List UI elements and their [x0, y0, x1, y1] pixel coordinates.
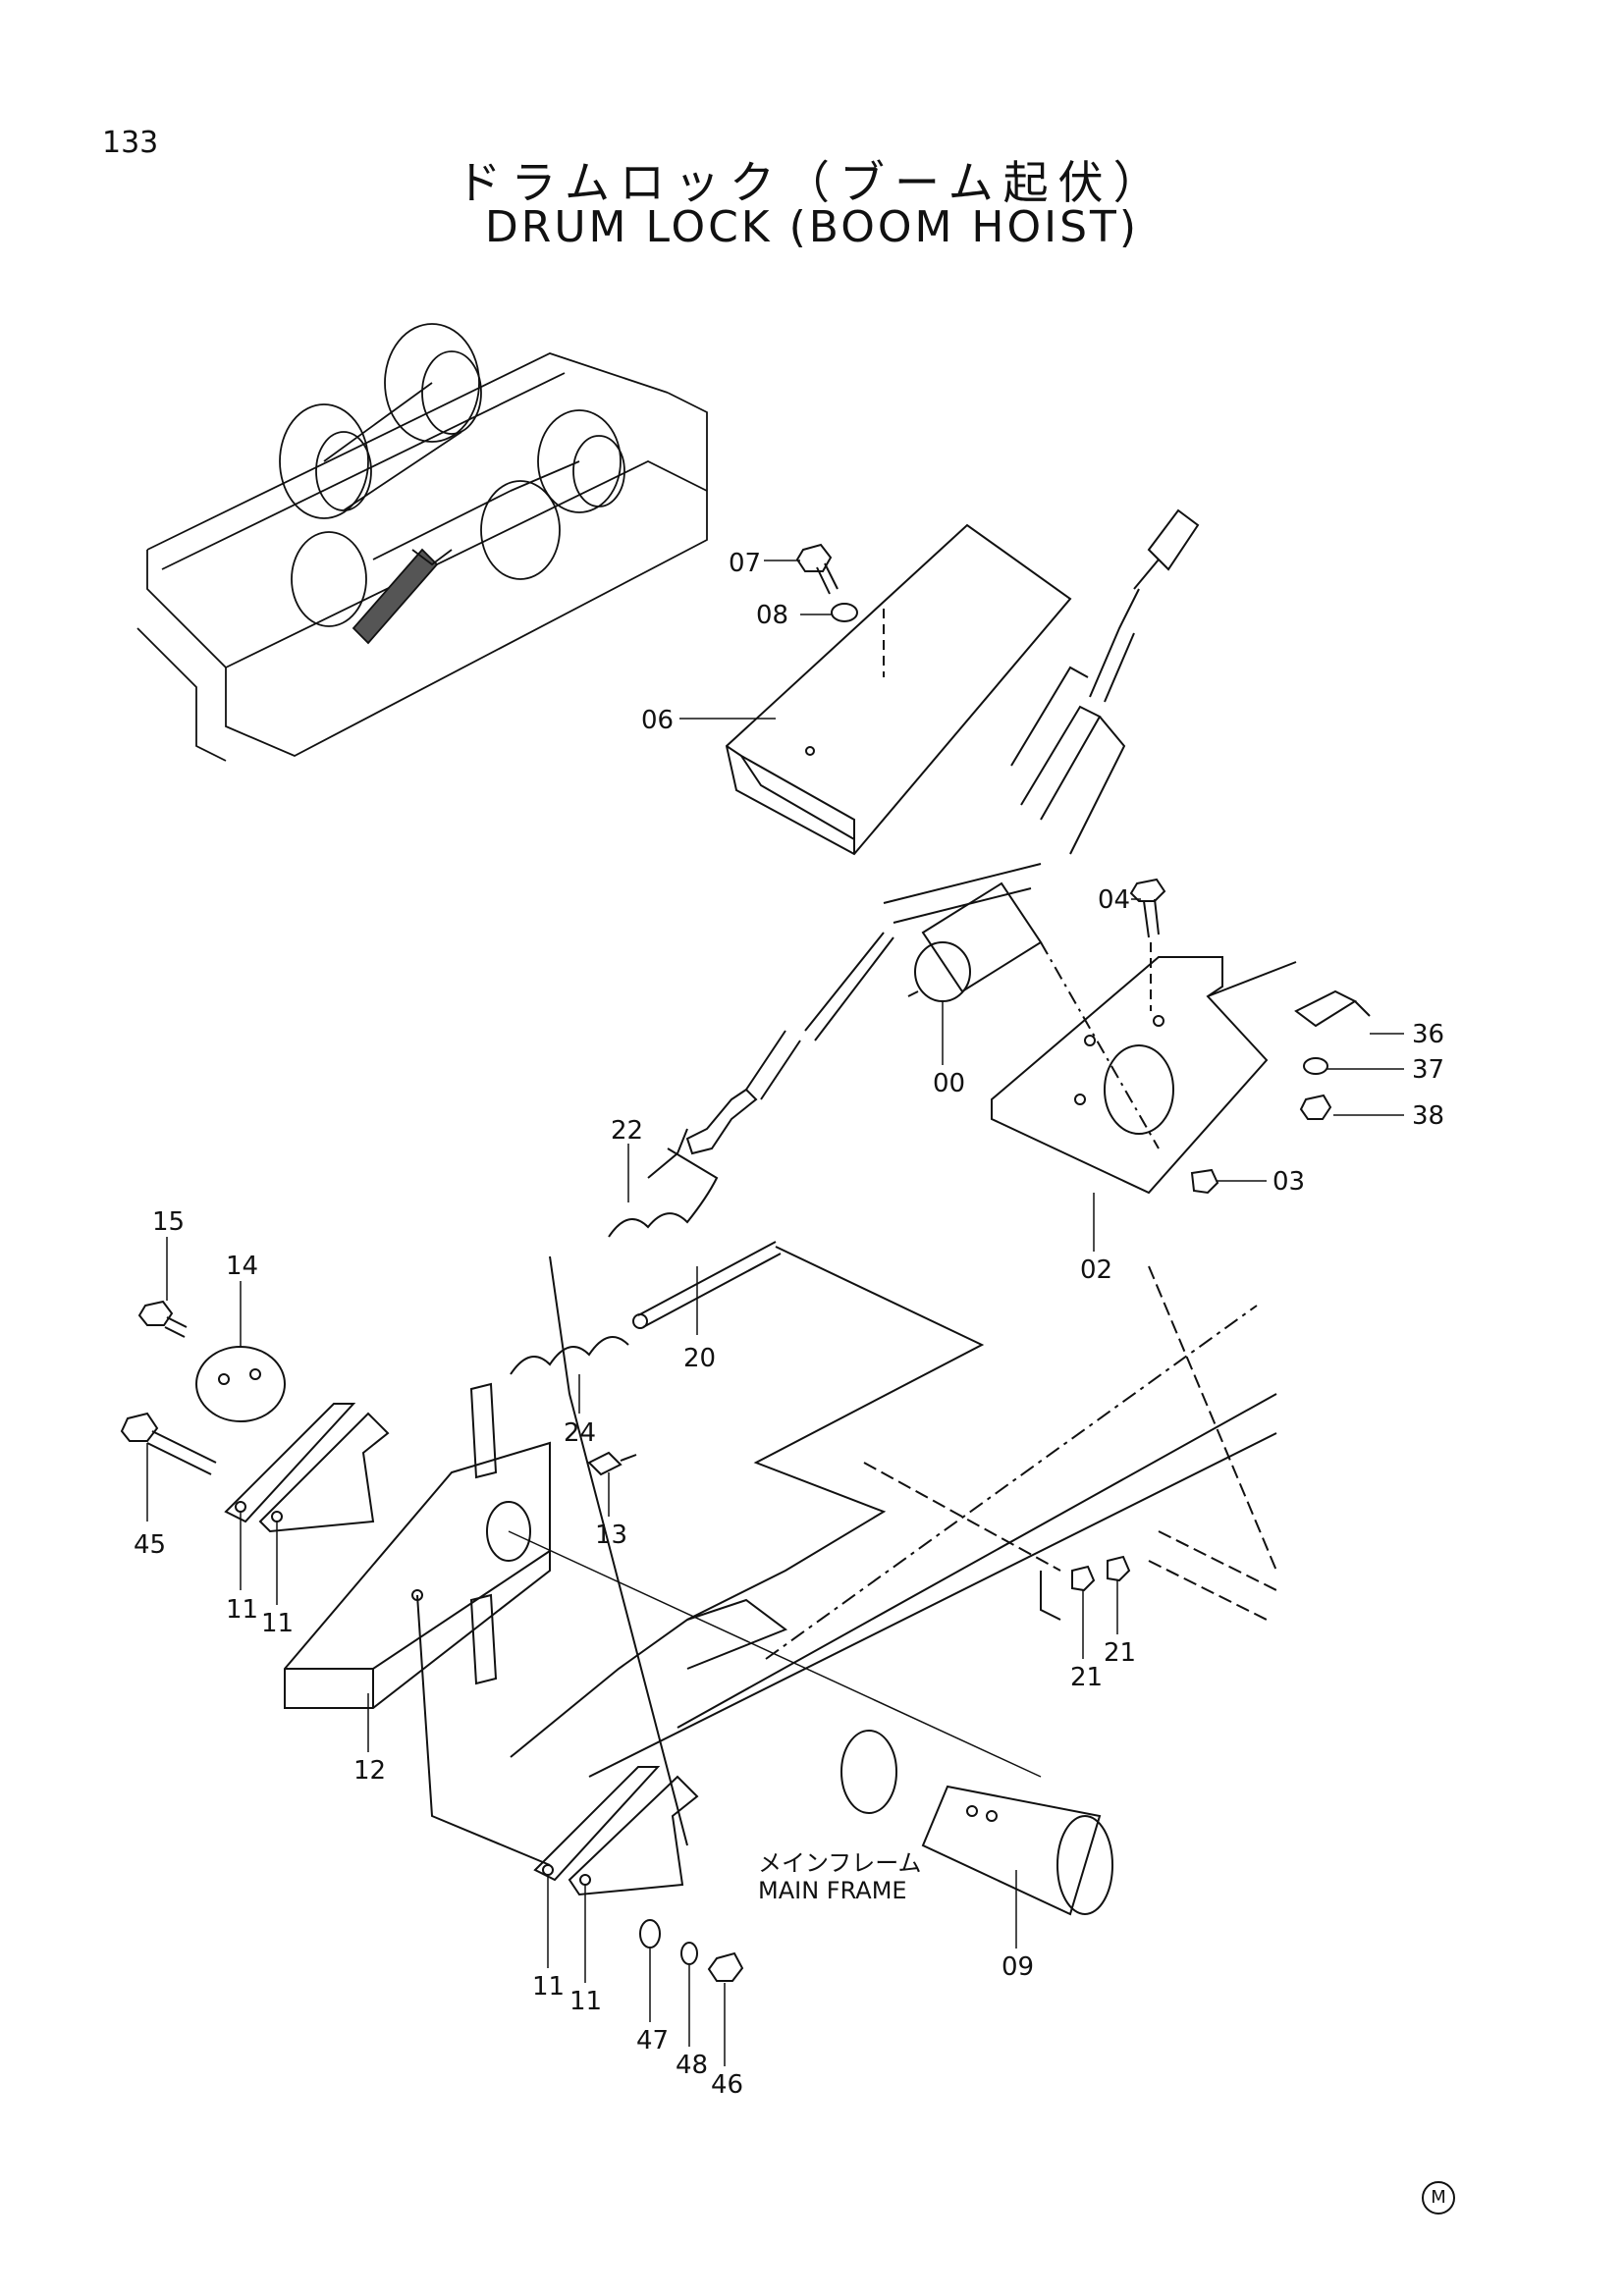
callout-labels: 07 08 06 04 36 37 38 00 03 02 22 15 14 2… [134, 549, 1444, 2100]
callout-02: 02 [1080, 1255, 1112, 1285]
callout-06: 06 [641, 706, 674, 735]
callout-22: 22 [611, 1116, 643, 1146]
part-13-grease-fitting [587, 1451, 637, 1476]
part-46-nut [707, 1951, 744, 1982]
callout-04: 04 [1098, 885, 1130, 915]
part-38-bolt [1299, 1094, 1332, 1120]
callout-46: 46 [711, 2070, 743, 2100]
part-24-spring [510, 1336, 629, 1375]
callout-37: 37 [1412, 1055, 1444, 1085]
callout-21-b: 21 [1104, 1638, 1136, 1668]
callout-14: 14 [226, 1252, 258, 1281]
part-12-lever [284, 1382, 1042, 1866]
callout-15: 15 [152, 1207, 185, 1237]
title-english: DRUM LOCK (BOOM HOIST) [484, 202, 1140, 252]
title-japanese: ドラムロック（ブーム起伏） [456, 156, 1168, 209]
callout-20: 20 [683, 1344, 716, 1373]
overview-drum-assembly [136, 323, 708, 762]
part-11-plates-upper [224, 1403, 390, 1533]
callout-48: 48 [676, 2051, 708, 2080]
part-06-cover [725, 523, 1072, 856]
main-frame-plate [510, 1246, 1277, 1846]
callout-08: 08 [756, 601, 788, 630]
callout-09: 09 [1001, 1952, 1034, 1982]
callout-03: 03 [1272, 1167, 1305, 1197]
part-22-spring [608, 1128, 719, 1238]
part-07-bolt [795, 543, 839, 595]
part-08-washer [831, 603, 858, 622]
part-45-bolt [120, 1412, 217, 1475]
callout-00: 00 [933, 1069, 965, 1098]
part-14-plate [195, 1346, 286, 1422]
callout-38: 38 [1412, 1101, 1444, 1131]
manufacturer-mark: M [1422, 2181, 1455, 2215]
part-02-bracket [991, 941, 1297, 1195]
callout-12: 12 [353, 1756, 386, 1786]
callout-21-a: 21 [1070, 1663, 1103, 1692]
callout-47: 47 [636, 2026, 669, 2056]
page-number: 133 [102, 126, 159, 160]
part-09-pin [840, 1730, 1113, 1916]
main-frame-label-en: MAIN FRAME [758, 1877, 907, 1904]
part-47-washer [639, 1919, 661, 1949]
callout-11-c: 11 [532, 1972, 565, 2002]
callout-24: 24 [564, 1418, 596, 1448]
part-48-lock-washer [680, 1942, 698, 1965]
callout-11-d: 11 [569, 1987, 602, 2016]
part-04-bolt [1129, 878, 1166, 1011]
callout-11-a: 11 [226, 1595, 258, 1625]
part-21-nuts [1040, 1555, 1131, 1621]
part-37-washer [1303, 1057, 1328, 1075]
main-frame-label-jp: メインフレーム [758, 1849, 922, 1877]
callout-13: 13 [595, 1521, 627, 1550]
part-36-clip [1294, 989, 1371, 1028]
callout-11-b: 11 [261, 1609, 294, 1638]
part-20-rod [632, 1241, 782, 1329]
callout-45: 45 [134, 1530, 166, 1560]
leader-lines [146, 560, 1404, 2066]
callout-36: 36 [1412, 1020, 1444, 1049]
callout-07: 07 [729, 549, 761, 578]
part-03-nut [1190, 1168, 1219, 1195]
part-15-bolt [137, 1300, 188, 1338]
